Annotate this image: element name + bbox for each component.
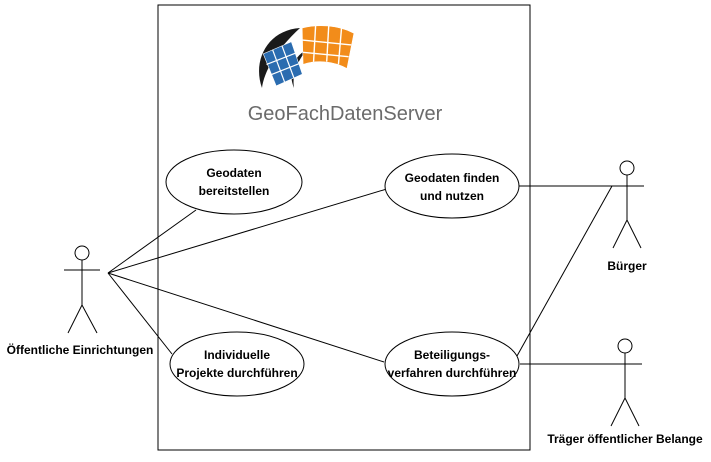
use-case-label-line2: bereitstellen	[199, 184, 270, 198]
stick-figure-icon	[608, 338, 642, 427]
use-case-ellipse	[384, 153, 520, 219]
use-case-label-line1: Geodaten	[206, 166, 261, 180]
actor-buerger: Bürger	[607, 160, 647, 273]
actor-label: Bürger	[607, 259, 647, 273]
use-case-ellipse	[169, 331, 305, 397]
actor-label: Träger öffentlicher Belange	[547, 432, 703, 446]
use-case-label-line2: verfahren durchführen	[388, 366, 517, 380]
assoc-oeffentliche-projekte	[107, 272, 173, 355]
use-case-ellipse	[165, 149, 303, 215]
use-case-label-line1: Beteiligungs-	[414, 348, 490, 362]
stick-figure-icon	[64, 245, 100, 334]
actor-traeger-oeffentlicher-belange: Träger öffentlicher Belange	[547, 338, 703, 446]
logo-text: GeoFachDatenServer	[248, 103, 443, 125]
use-case-beteiligung: Beteiligungs- verfahren durchführen	[384, 331, 520, 397]
assoc-oeffentliche-bereitstellen	[107, 209, 197, 274]
associations	[107, 185, 613, 365]
use-case-finden: Geodaten finden und nutzen	[384, 153, 520, 219]
assoc-oeffentliche-beteiligung	[107, 272, 385, 363]
use-case-label-line1: Individuelle	[204, 348, 270, 362]
use-case-bereitstellen: Geodaten bereitstellen	[165, 149, 303, 215]
use-case-projekte: Individuelle Projekte durchführen	[169, 331, 305, 397]
assoc-buerger-beteiligung	[516, 185, 613, 357]
actor-label: Öffentliche Einrichtungen	[7, 342, 154, 357]
logo: GeoFachDatenServer	[248, 25, 443, 125]
actor-oeffentliche-einrichtungen: Öffentliche Einrichtungen	[7, 245, 154, 357]
logo-icon	[259, 25, 355, 88]
use-case-ellipse	[384, 331, 520, 397]
assoc-oeffentliche-finden	[107, 187, 391, 274]
use-case-label-line2: und nutzen	[420, 189, 484, 203]
use-case-label-line2: Projekte durchführen	[176, 366, 297, 380]
use-case-label-line1: Geodaten finden	[405, 171, 500, 185]
system-boundary	[157, 4, 531, 451]
stick-figure-icon	[610, 160, 644, 249]
